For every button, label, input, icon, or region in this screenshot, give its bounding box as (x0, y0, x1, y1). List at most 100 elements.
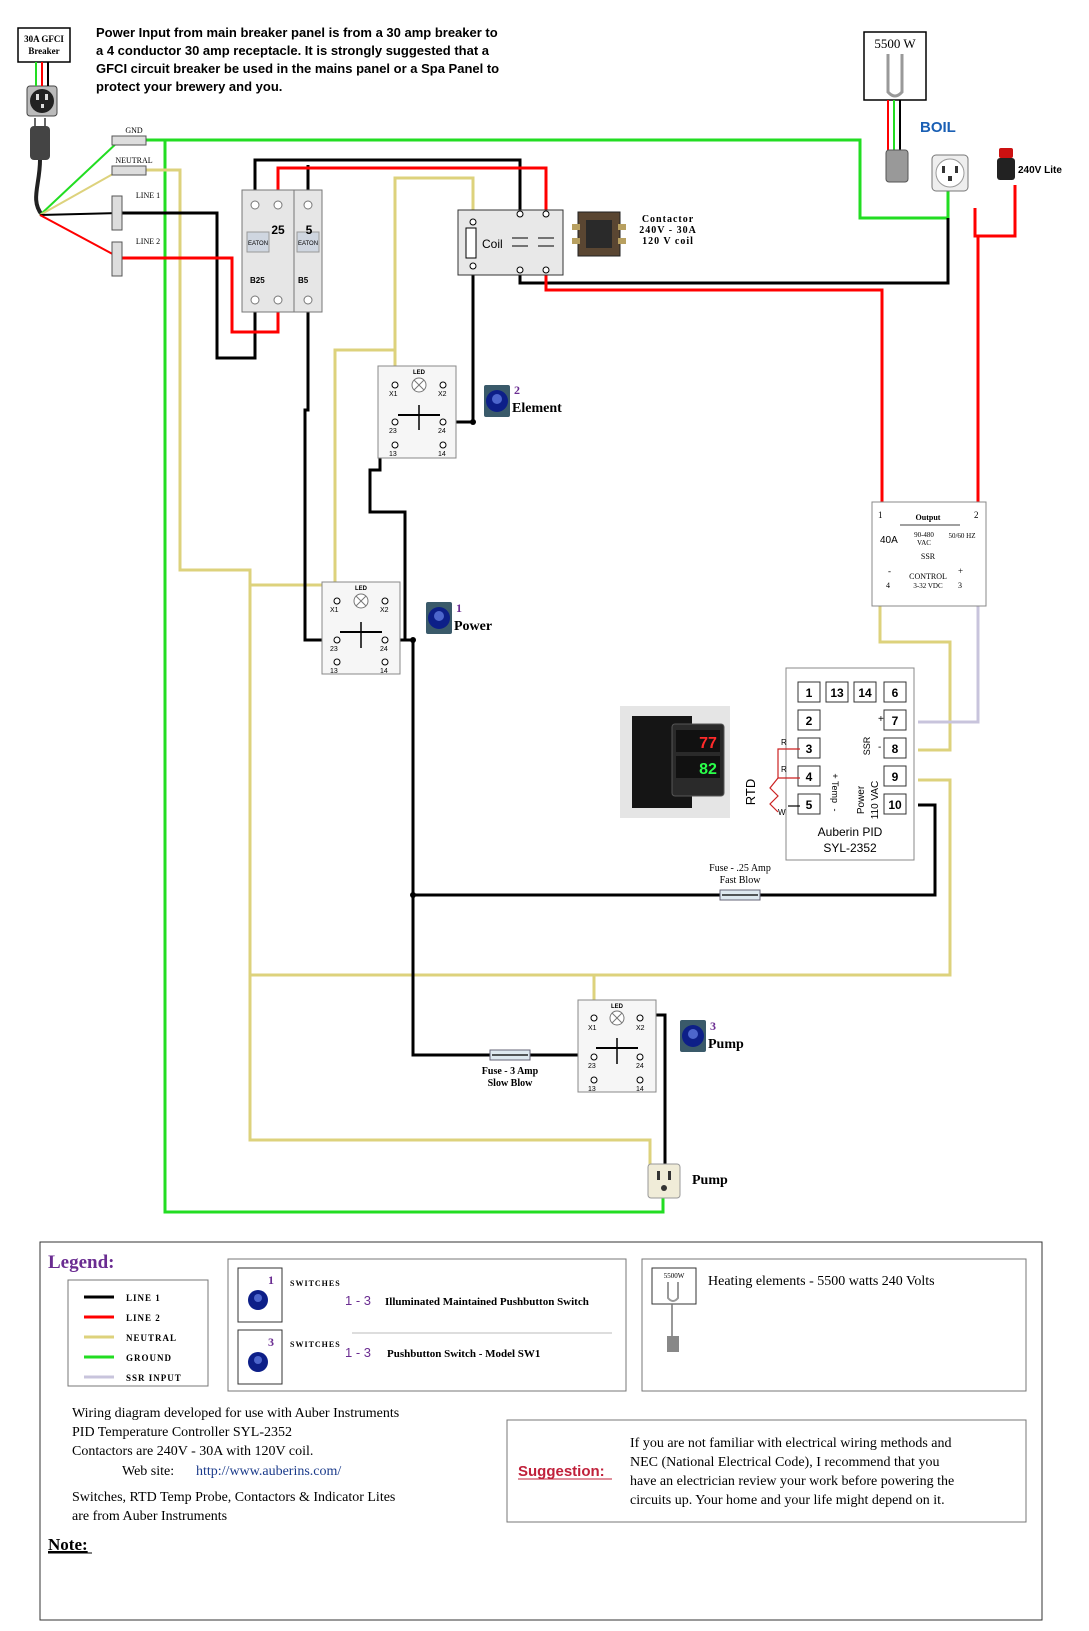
terminal-line1: LINE 1 (111, 191, 160, 231)
legend-info: Wiring diagram developed for use with Au… (48, 1406, 399, 1554)
svg-text:14: 14 (380, 668, 388, 675)
switch-element: LED X1 X2 23 24 13 14 (377, 365, 457, 459)
svg-text:PID Temperature Controller SYL: PID Temperature Controller SYL-2352 (72, 1425, 292, 1440)
svg-text:110 VAC: 110 VAC (870, 781, 881, 820)
svg-text:RTD: RTD (743, 779, 758, 805)
power-input-note: Power Input from main breaker panel is f… (96, 25, 499, 94)
svg-text:5500 W: 5500 W (874, 36, 916, 51)
pid-terminal-box (883, 793, 907, 815)
svg-text:120 V coil: 120 V coil (642, 236, 694, 247)
svg-text:5: 5 (306, 223, 313, 237)
boil-label: BOIL (920, 119, 956, 136)
switch-pump: LED X1 X2 23 24 13 14 (577, 999, 657, 1093)
junction-dots (410, 419, 476, 898)
svg-text:Coil: Coil (482, 237, 503, 251)
pid-terminal-label: 10 (888, 798, 902, 812)
svg-text:82: 82 (699, 761, 717, 778)
breaker-5a: EATON 5 B5 (293, 189, 323, 313)
pid-terminal-box (797, 737, 821, 759)
svg-text:Auberin PID: Auberin PID (818, 825, 883, 839)
svg-text:1 - 3: 1 - 3 (345, 1293, 371, 1308)
svg-text:24: 24 (438, 428, 446, 435)
svg-text:+: + (878, 714, 884, 725)
ssr-block: 1 2 Output 40A 90-480 VAC 50/60 HZ SSR -… (871, 501, 987, 607)
svg-text:Fuse - .25 Amp: Fuse - .25 Amp (709, 863, 771, 874)
switch-power-number: 1 (456, 601, 462, 615)
terminal-neutral: NEUTRAL (111, 156, 153, 176)
contactor-photo-icon (572, 211, 626, 257)
pump-outlet-label: Pump (692, 1173, 728, 1188)
pid-terminal-box (883, 709, 907, 731)
wires-neutral (140, 168, 952, 1175)
switch-pump-label: Pump (708, 1037, 744, 1052)
suggestion-box: Suggestion: If you are not familiar with… (506, 1419, 1027, 1523)
pid-terminal-label: 3 (806, 742, 813, 756)
svg-text:+: + (830, 773, 840, 778)
svg-text:13: 13 (330, 668, 338, 675)
svg-text:240V - 30A: 240V - 30A (639, 225, 697, 236)
pid-terminal-label: 7 (892, 714, 899, 728)
pid-terminal-box (797, 793, 821, 815)
svg-text:+: + (958, 566, 963, 576)
svg-text:Power Input from main breaker: Power Input from main breaker panel is f… (96, 25, 498, 40)
svg-text:Pushbutton Switch - Model SW1: Pushbutton Switch - Model SW1 (387, 1348, 540, 1360)
svg-text:R: R (781, 765, 787, 774)
contactor-label: Contactor 240V - 30A 120 V coil (639, 214, 697, 247)
svg-text:Fast Blow: Fast Blow (720, 875, 762, 886)
switch-element-label: Element (512, 401, 562, 416)
pushbutton-icon-pump (680, 1020, 706, 1052)
svg-text:X1: X1 (330, 607, 339, 614)
svg-text:4: 4 (886, 581, 890, 590)
svg-text:W: W (778, 808, 786, 817)
pid-terminal-label: 14 (858, 686, 872, 700)
svg-text:3-32 VDC: 3-32 VDC (913, 582, 943, 590)
svg-text:LED: LED (611, 1004, 624, 1010)
svg-text:Heating elements - 5500 watts: Heating elements - 5500 watts 240 Volts (708, 1274, 935, 1289)
svg-text:X1: X1 (588, 1025, 597, 1032)
website-link[interactable]: http://www.auberins.com/ (196, 1464, 341, 1479)
contactor-schematic: Coil (457, 209, 564, 276)
svg-text:a 4 conductor 30 amp receptacl: a 4 conductor 30 amp receptacle. It is s… (96, 43, 490, 58)
svg-text:40A: 40A (880, 535, 898, 546)
svg-text:Fuse - 3 Amp: Fuse - 3 Amp (482, 1066, 539, 1077)
svg-text:SWITCHES: SWITCHES (290, 1279, 341, 1288)
pid-terminal-label: 13 (830, 686, 844, 700)
svg-text:GND: GND (125, 126, 143, 135)
svg-text:protect your brewery and you.: protect your brewery and you. (96, 79, 282, 94)
wires-line1 (120, 158, 950, 1175)
svg-text:13: 13 (588, 1086, 596, 1093)
svg-text:B25: B25 (250, 276, 265, 285)
svg-text:Wiring diagram developed for u: Wiring diagram developed for use with Au… (72, 1406, 399, 1421)
pid-terminal-label: 4 (806, 770, 813, 784)
rtd-probe-wires (769, 748, 800, 813)
legend-line-label: GROUND (126, 1353, 172, 1363)
legend-line-label: SSR INPUT (126, 1373, 182, 1383)
svg-text:NEC (National Electrical Code): NEC (National Electrical Code), I recomm… (630, 1455, 939, 1470)
pid-terminal-label: 6 (892, 686, 899, 700)
pushbutton-icon-power (426, 602, 452, 634)
svg-text:SSR: SSR (862, 736, 872, 755)
svg-text:Output: Output (916, 513, 941, 522)
svg-text:SWITCHES: SWITCHES (290, 1340, 341, 1349)
svg-text:Illuminated Maintained Pushbut: Illuminated Maintained Pushbutton Switch (385, 1296, 589, 1308)
indicator-lite-icon (997, 148, 1015, 180)
240v-lite-label: 240V Lite (1018, 165, 1062, 176)
svg-text:Web site:: Web site: (122, 1464, 174, 1479)
svg-text:3: 3 (268, 1335, 274, 1349)
svg-text:SSR: SSR (921, 552, 936, 561)
note-label: Note: (48, 1535, 88, 1554)
svg-text:have an electrician review you: have an electrician review your work bef… (630, 1474, 954, 1489)
svg-text:-: - (878, 742, 881, 753)
pid-terminal-box (797, 765, 821, 787)
svg-text:EATON: EATON (248, 241, 268, 247)
svg-text:25: 25 (271, 223, 285, 237)
pid-terminal-box (883, 765, 907, 787)
svg-text:LED: LED (355, 586, 368, 592)
svg-text:1 - 3: 1 - 3 (345, 1345, 371, 1360)
pid-terminal-box (883, 681, 907, 703)
pid-labels: SSR + - Power 110 VAC + Temp - RTD R R W… (743, 714, 884, 855)
svg-text:X2: X2 (438, 391, 447, 398)
